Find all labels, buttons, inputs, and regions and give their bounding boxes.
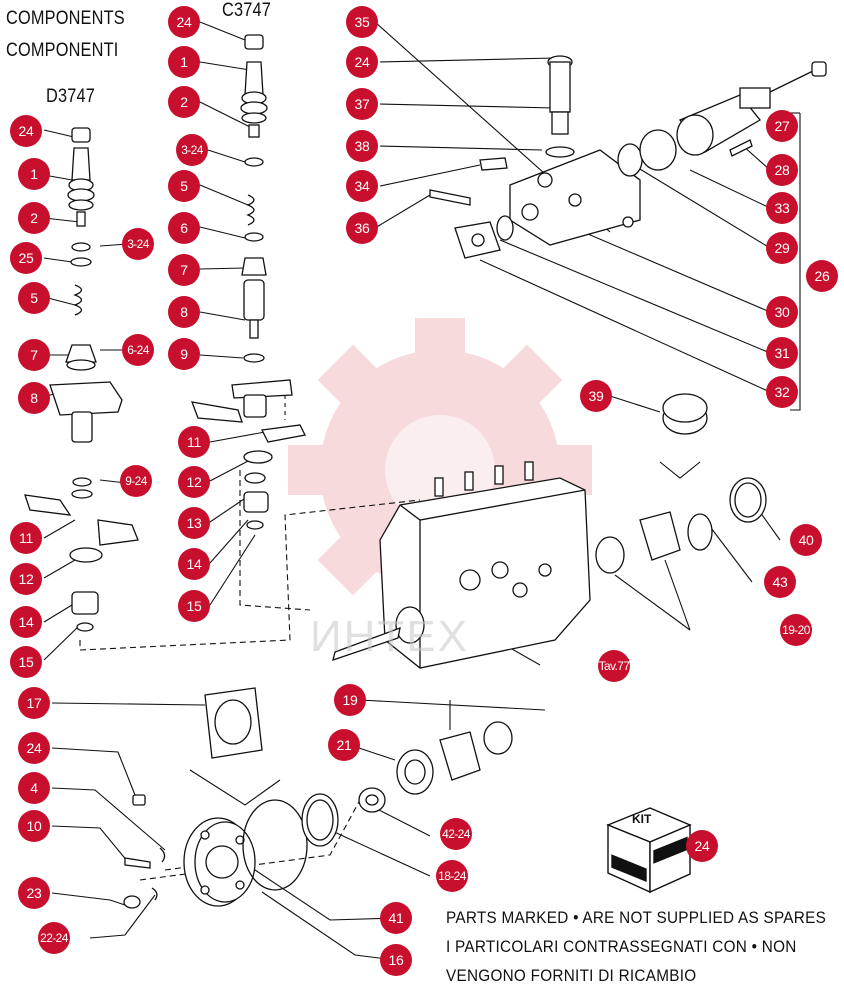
callout-26[interactable]: 26: [806, 260, 838, 292]
callout-1-left[interactable]: 1: [18, 158, 50, 190]
callout-11-left[interactable]: 11: [10, 522, 42, 554]
components-heading-it: COMPONENTI: [6, 40, 119, 61]
callout-31[interactable]: 31: [766, 337, 798, 369]
callout-14-mid[interactable]: 14: [178, 548, 210, 580]
callout-9-24-left[interactable]: 9-24: [120, 465, 152, 497]
callout-16[interactable]: 16: [380, 944, 412, 976]
callout-5-mid[interactable]: 5: [168, 170, 200, 202]
watermark-text: ИНТЕХ: [310, 612, 469, 661]
note-line-it-1: I PARTICOLARI CONTRASSEGNATI CON • NON: [446, 937, 797, 956]
model-label-top: C3747: [222, 0, 272, 21]
callout-18-24[interactable]: 18-24: [436, 860, 468, 892]
callout-33[interactable]: 33: [766, 192, 798, 224]
callout-12-left[interactable]: 12: [10, 563, 42, 595]
rear-bearing-parts: [595, 393, 767, 574]
pump-body: [332, 461, 591, 669]
callout-24-low[interactable]: 24: [18, 732, 50, 764]
callout-tav77[interactable]: Tav.77: [598, 650, 630, 682]
callout-3-24-mid[interactable]: 3-24: [176, 134, 208, 166]
callout-5-left[interactable]: 5: [18, 282, 50, 314]
callout-6-mid[interactable]: 6: [168, 212, 200, 244]
callout-25-left[interactable]: 25: [10, 242, 42, 274]
components-heading-en: COMPONENTS: [6, 8, 125, 29]
note-line-en: PARTS MARKED • ARE NOT SUPPLIED AS SPARE…: [446, 908, 827, 927]
note-line-it-2: VENGONO FORNITI DI RICAMBIO: [446, 966, 697, 985]
callout-23[interactable]: 23: [18, 877, 50, 909]
kit-box-icon: [606, 807, 692, 894]
callout-13-mid[interactable]: 13: [178, 507, 210, 539]
callout-28[interactable]: 28: [766, 154, 798, 186]
callout-32[interactable]: 32: [766, 376, 798, 408]
callout-8-left[interactable]: 8: [18, 382, 50, 414]
leader-lines: [43, 21, 801, 961]
callout-29[interactable]: 29: [766, 232, 798, 264]
model-label-left: D3747: [46, 86, 96, 107]
callout-15-left[interactable]: 15: [10, 646, 42, 678]
kit-box-label: KIT: [632, 812, 652, 826]
bottom-parts: [123, 687, 513, 909]
callout-43[interactable]: 43: [764, 566, 796, 598]
callout-6-24-left[interactable]: 6-24: [122, 334, 154, 366]
callout-24-left[interactable]: 24: [10, 115, 42, 147]
callout-17[interactable]: 17: [18, 687, 50, 719]
callout-1-mid[interactable]: 1: [168, 46, 200, 78]
left-column-parts: [24, 127, 139, 632]
callout-15-mid[interactable]: 15: [178, 590, 210, 622]
callout-36[interactable]: 36: [346, 212, 378, 244]
callout-40[interactable]: 40: [790, 524, 822, 556]
middle-column-parts: [190, 34, 306, 530]
callout-2-mid[interactable]: 2: [168, 86, 200, 118]
callout-7-left[interactable]: 7: [18, 339, 50, 371]
callout-21[interactable]: 21: [328, 729, 360, 761]
callout-27[interactable]: 27: [766, 110, 798, 142]
callout-22-24[interactable]: 22-24: [38, 922, 70, 954]
callout-38[interactable]: 38: [346, 130, 378, 162]
callout-8-mid[interactable]: 8: [168, 296, 200, 328]
callout-42-24[interactable]: 42-24: [440, 818, 472, 850]
callout-37[interactable]: 37: [346, 88, 378, 120]
callout-41[interactable]: 41: [380, 902, 412, 934]
callout-19-20[interactable]: 19-20: [780, 614, 812, 646]
solenoid-valve-assembly: [429, 55, 827, 259]
callout-9-mid[interactable]: 9: [168, 338, 200, 370]
callout-24-right[interactable]: 24: [346, 46, 378, 78]
callout-12-mid[interactable]: 12: [178, 466, 210, 498]
callout-10[interactable]: 10: [18, 810, 50, 842]
callout-19[interactable]: 19: [334, 684, 366, 716]
callout-34[interactable]: 34: [346, 170, 378, 202]
callout-3-24-left[interactable]: 3-24: [122, 228, 154, 260]
callout-24-top[interactable]: 24: [168, 6, 200, 38]
callout-39[interactable]: 39: [580, 380, 612, 412]
callout-2-left[interactable]: 2: [18, 202, 50, 234]
callout-14-left[interactable]: 14: [10, 606, 42, 638]
callout-7-mid[interactable]: 7: [168, 254, 200, 286]
kit-box-badge[interactable]: 24: [686, 830, 718, 862]
callout-30[interactable]: 30: [766, 296, 798, 328]
callout-11-mid[interactable]: 11: [178, 426, 210, 458]
callout-4[interactable]: 4: [18, 772, 50, 804]
callout-35[interactable]: 35: [346, 6, 378, 38]
